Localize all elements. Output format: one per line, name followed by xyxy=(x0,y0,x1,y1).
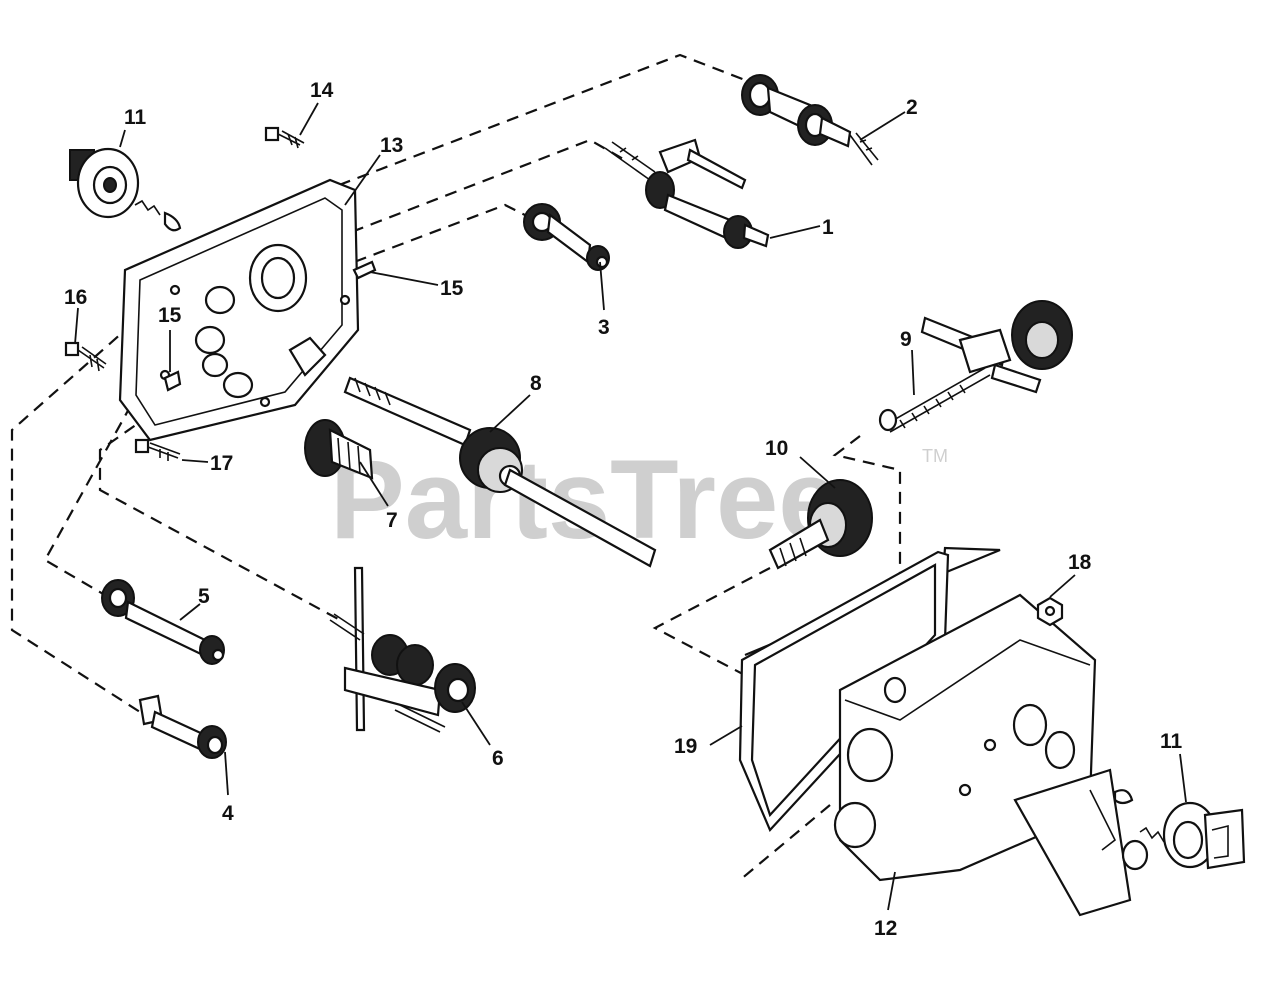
shift-assembly-part-6 xyxy=(329,566,476,733)
watermark-trademark: TM xyxy=(922,446,948,466)
callout-7: 7 xyxy=(386,509,398,532)
callout-3: 3 xyxy=(598,316,610,339)
callout-labels: 1 2 3 4 5 6 7 8 9 10 11 11 12 13 14 15 1… xyxy=(64,79,1183,940)
nut-part-18 xyxy=(1036,596,1064,627)
left-cover-plate xyxy=(118,178,360,442)
callout-5: 5 xyxy=(198,585,210,608)
callout-10: 10 xyxy=(765,437,788,460)
gear-part-10 xyxy=(768,479,873,570)
connector-plug-right xyxy=(1113,789,1246,870)
callout-18: 18 xyxy=(1068,551,1092,574)
callout-1: 1 xyxy=(822,216,834,239)
callout-11-right: 11 xyxy=(1160,730,1183,753)
callout-16: 16 xyxy=(64,286,87,309)
shaft-part-1 xyxy=(604,138,770,249)
callout-11-left: 11 xyxy=(124,106,147,129)
callout-6: 6 xyxy=(492,747,504,770)
connector-plug-left xyxy=(69,147,182,232)
callout-15-left: 15 xyxy=(158,304,182,327)
callout-2: 2 xyxy=(906,96,918,119)
callout-4: 4 xyxy=(222,802,234,825)
worm-shaft-part-9 xyxy=(878,300,1073,433)
callout-17: 17 xyxy=(210,452,233,475)
callout-13: 13 xyxy=(380,134,403,157)
leader-lines xyxy=(74,102,1187,911)
shaft-part-4 xyxy=(138,694,227,759)
callout-12: 12 xyxy=(874,917,897,940)
watermark-text: PartsTree xyxy=(330,437,841,562)
shaft-part-3 xyxy=(523,203,610,271)
callout-9: 9 xyxy=(900,328,912,351)
housing-part-12 xyxy=(833,593,1149,917)
shaft-part-2 xyxy=(741,74,879,166)
bolts xyxy=(64,126,377,461)
callout-14: 14 xyxy=(310,79,334,102)
callout-19: 19 xyxy=(674,735,697,758)
shaft-part-8 xyxy=(343,376,657,568)
callout-15-right: 15 xyxy=(440,277,464,300)
callout-8: 8 xyxy=(530,372,542,395)
shaft-part-7 xyxy=(304,419,374,480)
shaft-part-5 xyxy=(101,579,225,665)
